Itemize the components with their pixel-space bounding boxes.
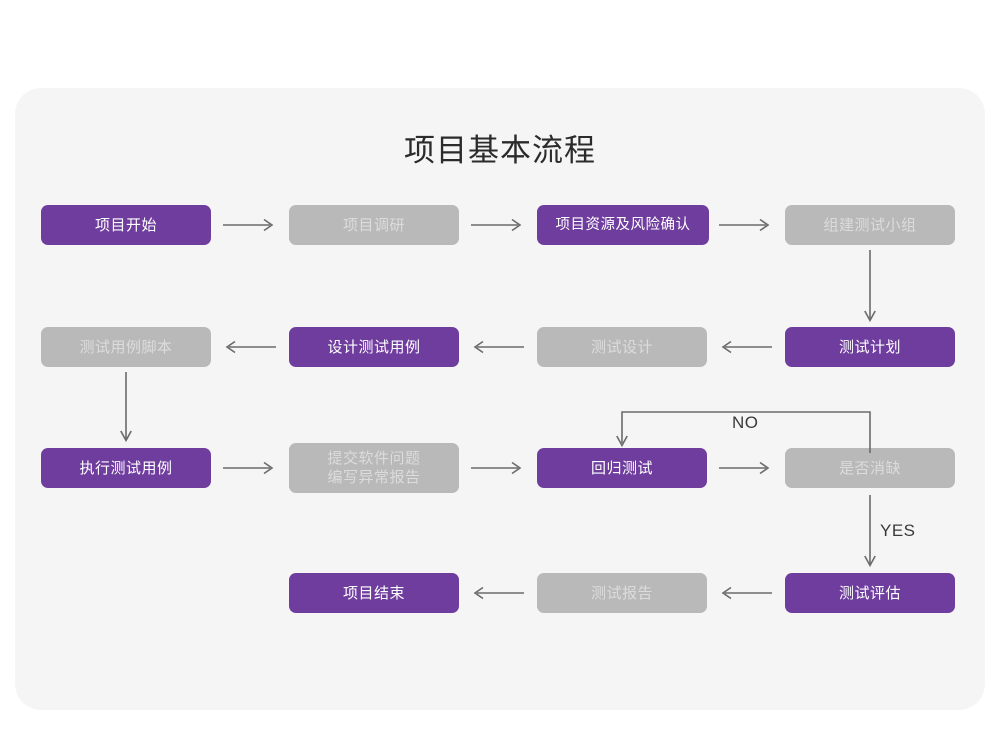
flow-node-execute-testcase[interactable]: 执行测试用例 [41,448,211,488]
flow-node-test-evaluation[interactable]: 测试评估 [785,573,955,613]
flow-node-project-start[interactable]: 项目开始 [41,205,211,245]
flow-node-resource-risk-confirm[interactable]: 项目资源及风险确认 [537,205,709,245]
flow-node-defect-resolved[interactable]: 是否消缺 [785,448,955,488]
flow-node-submit-issue-report[interactable]: 提交软件问题 编写异常报告 [289,443,459,493]
flow-node-regression-test[interactable]: 回归测试 [537,448,707,488]
edge-label-no: NO [732,413,759,432]
flow-node-test-report[interactable]: 测试报告 [537,573,707,613]
flow-node-test-design[interactable]: 测试设计 [537,327,707,367]
flowchart-card [15,88,985,710]
flow-node-project-end[interactable]: 项目结束 [289,573,459,613]
flow-node-testcase-script[interactable]: 测试用例脚本 [41,327,211,367]
edge-label-yes: YES [880,521,916,540]
page-title: 项目基本流程 [404,133,596,168]
flow-node-test-plan[interactable]: 测试计划 [785,327,955,367]
flow-node-project-research[interactable]: 项目调研 [289,205,459,245]
flow-node-design-testcase[interactable]: 设计测试用例 [289,327,459,367]
flow-node-form-test-team[interactable]: 组建测试小组 [785,205,955,245]
